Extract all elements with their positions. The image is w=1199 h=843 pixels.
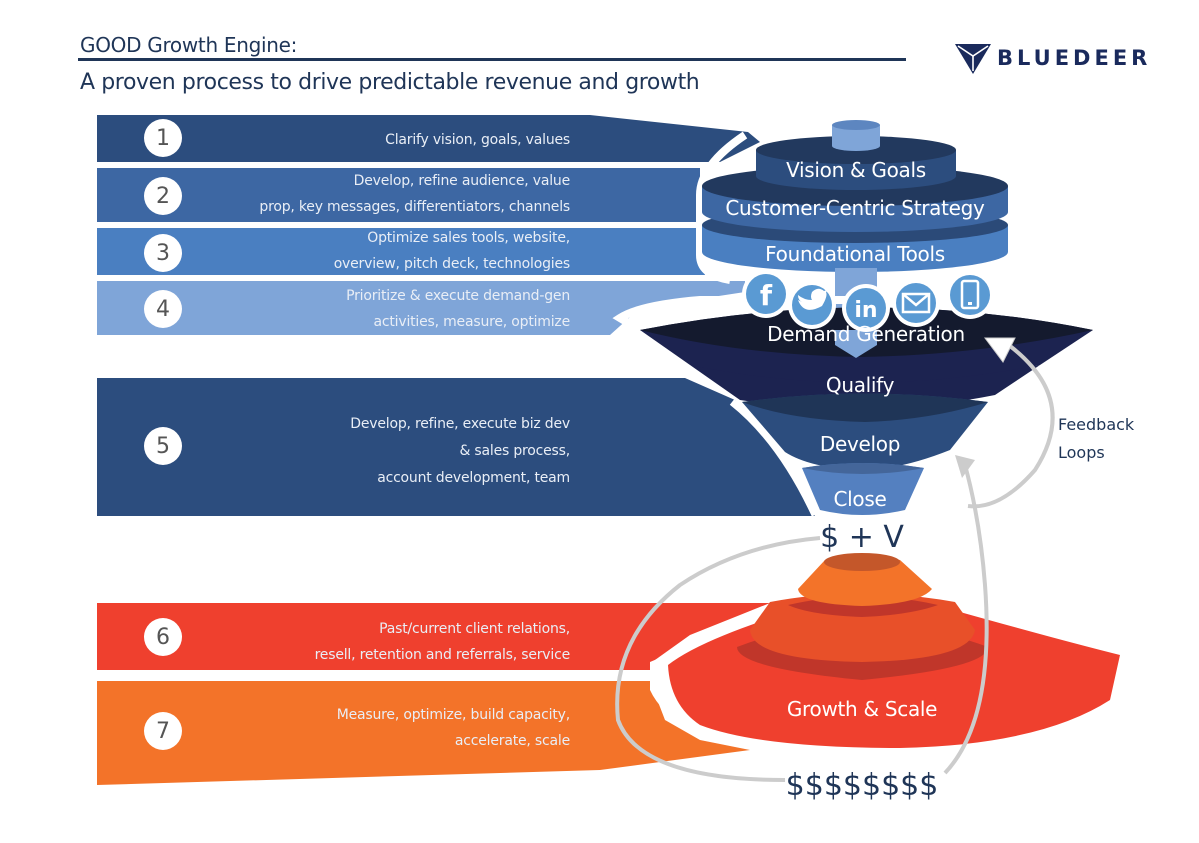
step-4-line-2: activities, measure, optimize xyxy=(373,314,571,330)
twitter-icon xyxy=(788,281,836,329)
step-number-3: 3 xyxy=(144,234,182,272)
header-divider xyxy=(78,58,906,61)
stage-label-foundational-tools: Foundational Tools xyxy=(765,242,945,266)
step-number-6: 6 xyxy=(144,618,182,656)
step-7-line-2: accelerate, scale xyxy=(454,733,570,749)
step-band-4 xyxy=(97,281,745,335)
step-description-1: Clarify vision, goals, values xyxy=(385,127,570,153)
demand-generation-layer xyxy=(612,296,1102,395)
email-icon xyxy=(892,279,940,327)
feedback-arrowhead-upper xyxy=(984,337,1016,363)
step-description-3: Optimize sales tools, website, overview,… xyxy=(333,225,571,277)
page-title: GOOD Growth Engine: xyxy=(80,33,298,57)
feedback-label-line-1: Feedback xyxy=(1058,415,1135,434)
step-number-7: 7 xyxy=(144,712,182,750)
stage-label-qualify: Qualify xyxy=(825,373,895,397)
step-band-6 xyxy=(97,603,770,670)
stack-outline xyxy=(696,131,748,284)
stage-label-demand-generation: Demand Generation xyxy=(767,322,965,346)
step-description-5: Develop, refine, execute biz dev & sales… xyxy=(350,411,570,492)
develop-layer xyxy=(742,393,988,470)
step-6-line-1: Past/current client relations, xyxy=(379,621,570,637)
step-number-5: 5 xyxy=(144,427,182,465)
step-1-line-1: Clarify vision, goals, values xyxy=(385,132,570,148)
step-band-3 xyxy=(97,228,705,275)
page-subtitle: A proven process to drive predictable re… xyxy=(80,70,700,95)
close-layer xyxy=(802,463,924,515)
step-4-line-1: Prioritize & execute demand-gen xyxy=(346,288,570,304)
step-7-line-1: Measure, optimize, build capacity, xyxy=(336,707,570,723)
facebook-icon: f xyxy=(742,270,790,318)
step-number-4: 4 xyxy=(144,290,182,328)
stage-label-vision-goals: Vision & Goals xyxy=(786,158,926,182)
funnel-outline xyxy=(729,399,819,517)
step-6-line-2: resell, retention and referrals, service xyxy=(314,647,571,663)
logo-wordmark: BLUEDEER xyxy=(997,46,1152,70)
step-5-line-2: & sales process, xyxy=(459,443,570,459)
feedback-loops-label: Feedback Loops xyxy=(1058,411,1134,467)
stage-label-customer-centric-strategy: Customer-Centric Strategy xyxy=(725,196,985,220)
step-3-line-2: overview, pitch deck, technologies xyxy=(333,256,571,272)
stage-label-close: Close xyxy=(833,487,887,511)
output-label: $ + V xyxy=(820,520,904,555)
step-5-line-1: Develop, refine, execute biz dev xyxy=(350,416,570,432)
stage-label-develop: Develop xyxy=(819,432,901,456)
feedback-arrowhead-lower xyxy=(955,455,975,478)
feedback-loops xyxy=(615,344,1055,782)
step-number-1: 1 xyxy=(144,119,182,157)
step-2-line-2: prop, key messages, differentiators, cha… xyxy=(259,199,570,215)
mobile-phone-icon xyxy=(946,271,994,319)
growth-scale-label: Growth & Scale xyxy=(786,697,938,721)
svg-text:in: in xyxy=(854,298,877,323)
linkedin-icon: in xyxy=(842,284,890,332)
svg-text:f: f xyxy=(760,279,773,312)
stack-cylinders xyxy=(702,120,1008,272)
feedback-label-line-2: Loops xyxy=(1058,443,1105,462)
step-band-2 xyxy=(97,168,700,222)
deer-triangle-icon xyxy=(955,44,991,74)
step-description-4: Prioritize & execute demand-gen activiti… xyxy=(346,283,570,335)
step-number-2: 2 xyxy=(144,177,182,215)
growth-cone xyxy=(650,553,1130,752)
step-band-1 xyxy=(97,115,760,162)
step-band-7 xyxy=(97,681,750,785)
final-output-label: $$$$$$$$ xyxy=(785,768,939,803)
step-description-7: Measure, optimize, build capacity, accel… xyxy=(337,702,570,754)
step-3-line-1: Optimize sales tools, website, xyxy=(367,230,570,246)
step-description-6: Past/current client relations, resell, r… xyxy=(314,616,571,668)
step-2-line-1: Develop, refine audience, value xyxy=(353,173,571,189)
step-band-5 xyxy=(97,378,815,516)
step-description-2: Develop, refine audience, value prop, ke… xyxy=(259,168,570,220)
step-5-line-3: account development, team xyxy=(377,470,570,486)
channel-icons: f in xyxy=(742,270,994,332)
bluedeer-logo: BLUEDEER xyxy=(955,42,1151,74)
